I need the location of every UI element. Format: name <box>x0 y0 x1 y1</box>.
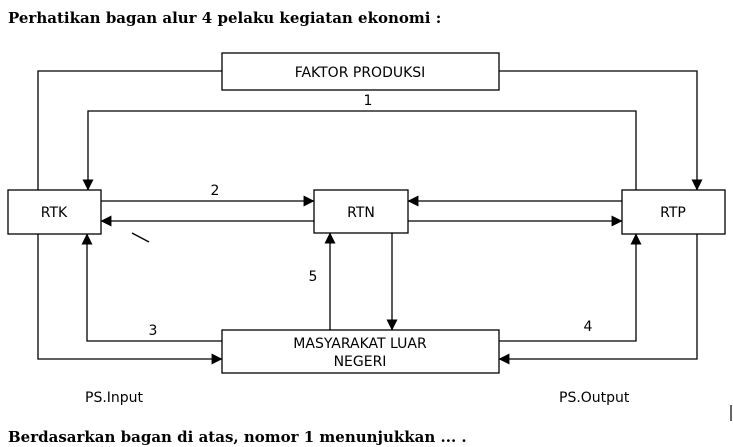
node-rtp: RTP <box>621 189 726 235</box>
market-input-label: PS.Input <box>85 390 144 406</box>
flow-number-2: 2 <box>211 183 220 199</box>
flow-faktor-to-rtp <box>499 70 703 191</box>
flow-number-1: 1 <box>364 93 373 109</box>
node-faktor-produksi: FAKTOR PRODUKSI <box>221 52 500 91</box>
flow-rtp-to-mln <box>498 234 698 365</box>
flow-number-5: 5 <box>309 269 318 285</box>
node-rtn-label: RTN <box>347 205 375 221</box>
flow-rtk-to-faktor <box>37 70 222 190</box>
node-faktor-produksi-label: FAKTOR PRODUKSI <box>295 65 426 81</box>
market-output-label: PS.Output <box>559 390 630 406</box>
node-masyarakat-luar-negeri: MASYARAKAT LUAR NEGERI <box>221 329 500 374</box>
node-rtk-label: RTK <box>41 205 68 221</box>
flow-4-mln-to-rtp <box>499 233 642 342</box>
flow-number-3: 3 <box>149 323 158 339</box>
node-mln-label-line1: MASYARAKAT LUAR <box>293 336 427 352</box>
flow-1-rtp-to-rtk <box>82 110 637 191</box>
question-intro: Perhatikan bagan alur 4 pelaku kegiatan … <box>8 9 442 27</box>
flow-number-4: 4 <box>584 319 593 335</box>
flow-3-mln-to-rtk <box>81 233 222 342</box>
node-mln-label-line2: NEGERI <box>334 354 387 370</box>
flow-rtk-to-mln <box>37 234 223 365</box>
node-rtk: RTK <box>7 189 102 235</box>
stray-tick-mark <box>131 232 150 243</box>
node-rtn: RTN <box>313 189 409 234</box>
question-prompt: Berdasarkan bagan di atas, nomor 1 menun… <box>8 428 467 446</box>
node-rtp-label: RTP <box>660 205 686 221</box>
